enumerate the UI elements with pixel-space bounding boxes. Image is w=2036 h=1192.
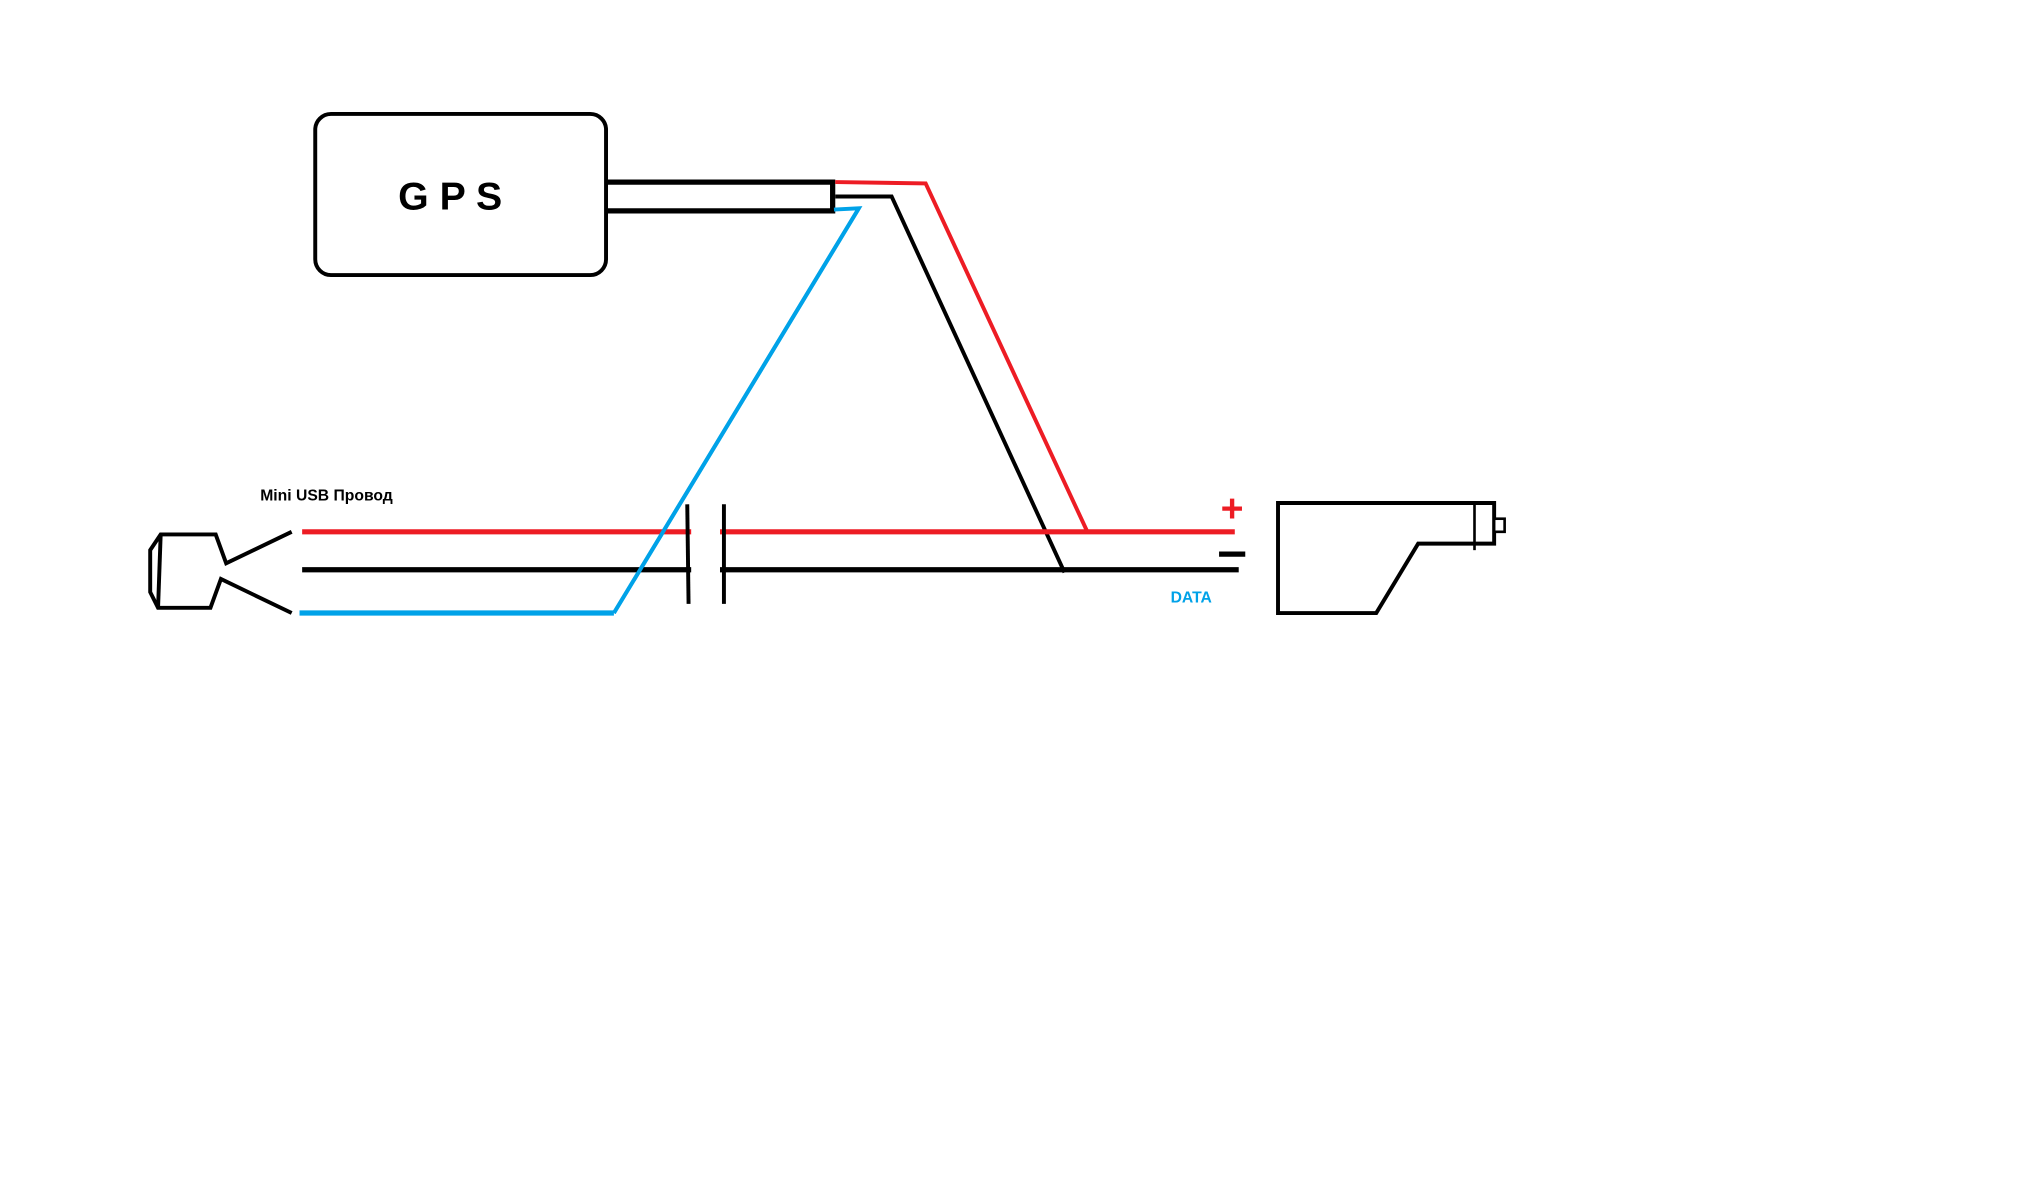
gps-power-wire <box>835 180 1089 532</box>
plus-label: + <box>1221 486 1244 530</box>
wire-break-gap <box>691 502 720 606</box>
mini-usb-connector-icon <box>148 530 293 615</box>
gps-box <box>313 111 609 278</box>
gps-label: G P S <box>398 175 502 219</box>
gps-data-wire-crossing <box>612 207 861 615</box>
wire-break-left <box>685 504 691 604</box>
device-body <box>1276 501 1497 615</box>
mini-usb-label: Mini USB Провод <box>260 487 393 504</box>
device-connector <box>1276 501 1506 615</box>
device-tab <box>1492 517 1506 534</box>
mini-usb-connector-edge <box>156 534 163 608</box>
gps-ground-wire <box>835 194 1067 574</box>
data-label: DATA <box>1171 590 1212 607</box>
gps-module: G P S <box>313 111 836 278</box>
gps-cable <box>606 179 836 214</box>
